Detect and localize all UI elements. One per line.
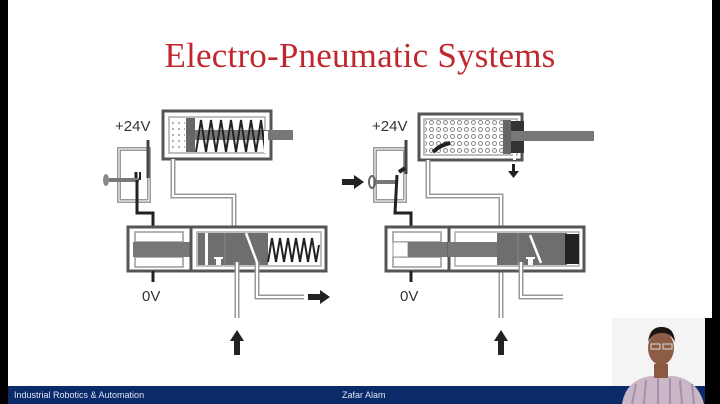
push-button-switch-pressed — [368, 140, 413, 228]
supply-voltage-label-right: +24V — [372, 118, 408, 135]
ground-label-left: 0V — [142, 288, 161, 305]
exhaust-arrow-icon — [308, 290, 330, 304]
slide-title: Electro-Pneumatic Systems — [164, 36, 556, 75]
author-name: Zafar Alam — [342, 390, 386, 400]
ground-label-right: 0V — [400, 288, 419, 305]
air-supply-arrow-icon — [230, 330, 244, 355]
slide-footer: Industrial Robotics & Automation Zafar A… — [8, 386, 712, 404]
air-supply-arrow-icon — [494, 330, 508, 355]
solenoid-valve — [126, 225, 328, 282]
left-circuit-diagram — [103, 109, 330, 355]
single-acting-cylinder-extended — [417, 112, 594, 162]
single-acting-cylinder-retracted — [161, 109, 293, 161]
slide: Electro-Pneumatic Systems — [8, 0, 712, 386]
push-button-switch — [103, 140, 155, 228]
course-title: Industrial Robotics & Automation — [14, 390, 145, 400]
supply-voltage-label-left: +24V — [115, 118, 151, 135]
electro-pneumatic-diagrams — [103, 109, 594, 355]
vent-arrow-icon — [508, 164, 519, 178]
push-arrow-icon — [342, 175, 364, 189]
solenoid-valve-energized — [384, 225, 586, 282]
right-circuit-diagram — [342, 112, 594, 355]
presenter-video — [612, 318, 712, 404]
